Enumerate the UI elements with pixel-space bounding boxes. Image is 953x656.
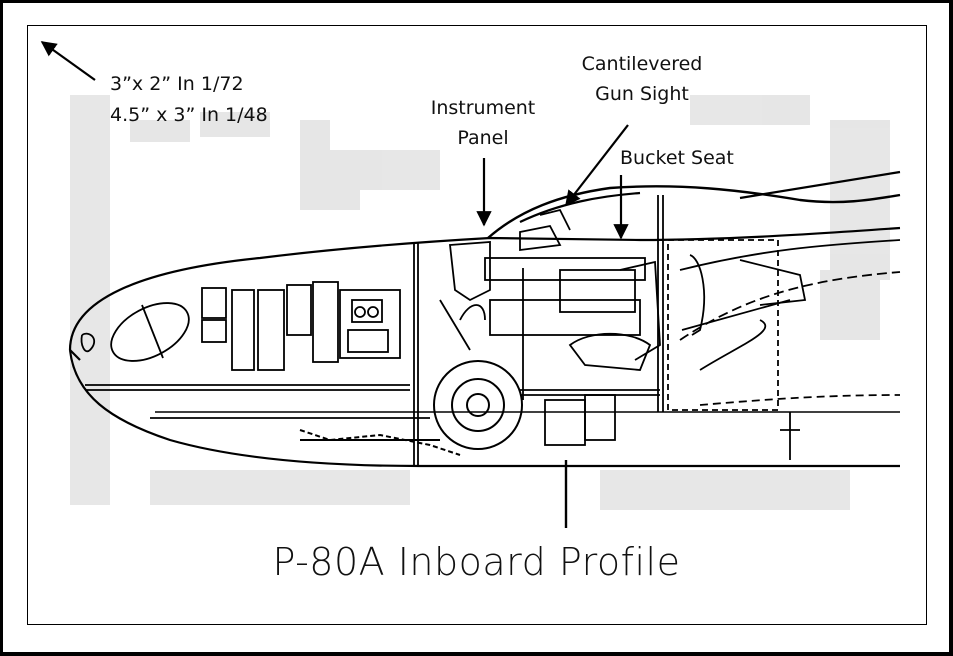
cockpit-interior: [439, 208, 661, 446]
instrument-panel-label-2: Panel: [457, 127, 509, 149]
intake-duct: [679, 239, 901, 460]
inner-border: [27, 25, 927, 625]
nose-equipment: [80, 281, 430, 419]
gun-sight-label-1: Cantilevered: [581, 53, 703, 75]
nose-wheel: [299, 360, 523, 456]
instrument-panel-label-1: Instrument: [430, 97, 536, 119]
gun-sight-label-2: Gun Sight: [595, 83, 689, 105]
drawing-title: P-80A Inboard Profile: [272, 540, 681, 584]
fuselage-outline: [68, 170, 901, 468]
scale-note-line-2: 4.5” x 3” In 1/48: [110, 104, 268, 126]
bulkheads: [413, 195, 779, 466]
bucket-seat-label: Bucket Seat: [620, 147, 734, 169]
scale-note-line-1: 3”x 2” In 1/72: [110, 73, 244, 95]
background-ghost-drawing: [70, 95, 890, 510]
scale-note-arrow: [40, 41, 96, 81]
gun-sight-arrow: [565, 124, 629, 207]
